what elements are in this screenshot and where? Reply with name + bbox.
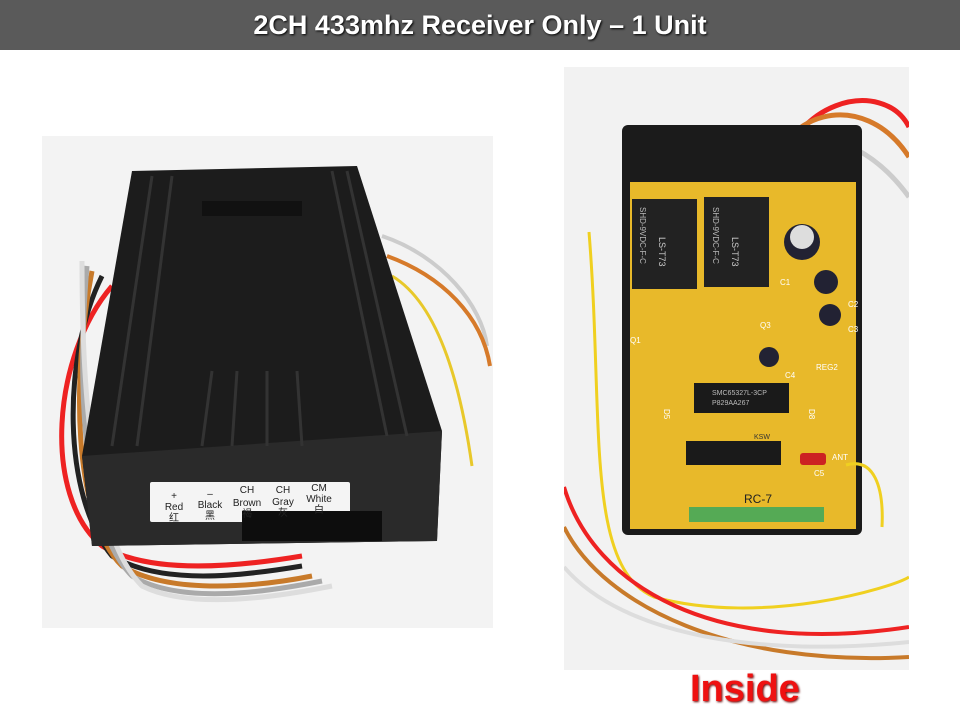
- svg-text:Gray: Gray: [272, 497, 294, 508]
- svg-text:Red: Red: [165, 502, 183, 513]
- svg-text:黑: 黑: [205, 510, 215, 522]
- svg-text:灰: 灰: [278, 506, 288, 519]
- svg-text:CH: CH: [276, 485, 290, 496]
- relay1-label: LS-T73: [657, 237, 667, 267]
- svg-text:+: +: [171, 491, 177, 502]
- relay1-sub-label: SHD-9VDC-F-C: [638, 207, 647, 264]
- svg-text:Black: Black: [198, 500, 223, 511]
- svg-text:褐: 褐: [242, 507, 252, 520]
- svg-text:C4: C4: [785, 371, 796, 380]
- svg-text:–: –: [207, 489, 213, 500]
- svg-text:P829AA267: P829AA267: [712, 400, 749, 407]
- board-label: RC-7: [744, 492, 772, 506]
- relay2-sub-label: SHD-9VDC-F-C: [711, 207, 720, 264]
- receiver-pcb-photo: LS-T73 LS-T73 SHD-9VDC-F-C SHD-9VDC-F-C …: [562, 67, 912, 670]
- svg-text:C3: C3: [848, 325, 859, 334]
- chip-label: SMC65327L-3CP: [712, 390, 767, 397]
- relay2-label: LS-T73: [730, 237, 740, 267]
- svg-text:C5: C5: [814, 469, 825, 478]
- svg-text:C2: C2: [848, 300, 859, 309]
- svg-text:Q3: Q3: [760, 321, 771, 330]
- svg-text:D5: D5: [662, 409, 671, 420]
- svg-text:Brown: Brown: [233, 498, 261, 509]
- svg-text:CM: CM: [311, 483, 327, 494]
- svg-text:White: White: [306, 494, 332, 505]
- svg-text:ANT: ANT: [832, 453, 848, 462]
- svg-text:D8: D8: [807, 409, 816, 420]
- svg-text:红: 红: [169, 511, 179, 524]
- reg2-label: REG2: [816, 363, 838, 372]
- svg-text:CH: CH: [240, 485, 254, 496]
- svg-text:KSW: KSW: [754, 434, 770, 441]
- svg-text:C1: C1: [780, 278, 791, 287]
- inside-caption: Inside: [690, 668, 800, 710]
- part-labels: C1 C2 C3 C4 C5 Q1 Q3 REG2 D5 D8: [630, 278, 859, 478]
- title-bar: 2CH 433mhz Receiver Only – 1 Unit: [0, 0, 960, 50]
- svg-text:白: 白: [314, 503, 324, 516]
- slide-title: 2CH 433mhz Receiver Only – 1 Unit: [253, 9, 707, 40]
- svg-text:Q1: Q1: [630, 336, 641, 345]
